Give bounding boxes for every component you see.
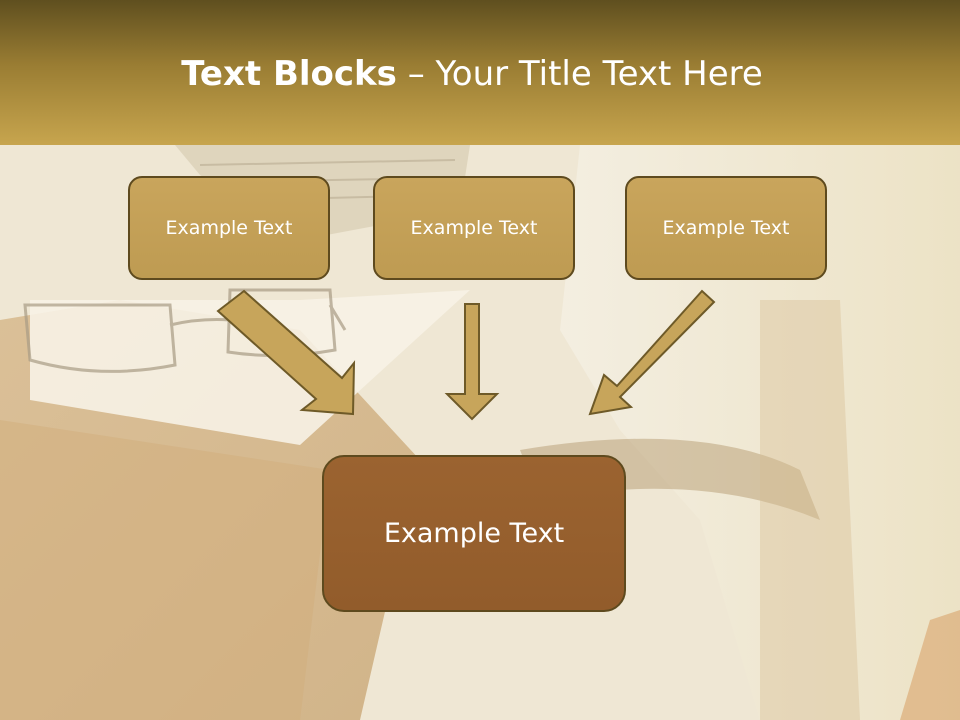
header-band bbox=[0, 0, 960, 145]
main-text-block-label: Example Text bbox=[383, 518, 565, 549]
main-text-block[interactable]: Example Text bbox=[322, 455, 626, 612]
text-block-3[interactable]: Example Text bbox=[625, 176, 827, 280]
arrow-left bbox=[216, 289, 356, 416]
text-block-1-label: Example Text bbox=[165, 217, 293, 239]
arrow-right bbox=[588, 289, 716, 416]
arrow-middle bbox=[444, 303, 500, 421]
title-dash: – bbox=[396, 54, 436, 94]
text-block-3-label: Example Text bbox=[662, 217, 790, 239]
text-block-2[interactable]: Example Text bbox=[373, 176, 575, 280]
slide-title: Text Blocks – Your Title Text Here bbox=[0, 54, 944, 94]
text-block-2-label: Example Text bbox=[410, 217, 538, 239]
title-rest: Your Title Text Here bbox=[435, 54, 763, 94]
text-block-1[interactable]: Example Text bbox=[128, 176, 330, 280]
title-bold: Text Blocks bbox=[181, 54, 397, 94]
